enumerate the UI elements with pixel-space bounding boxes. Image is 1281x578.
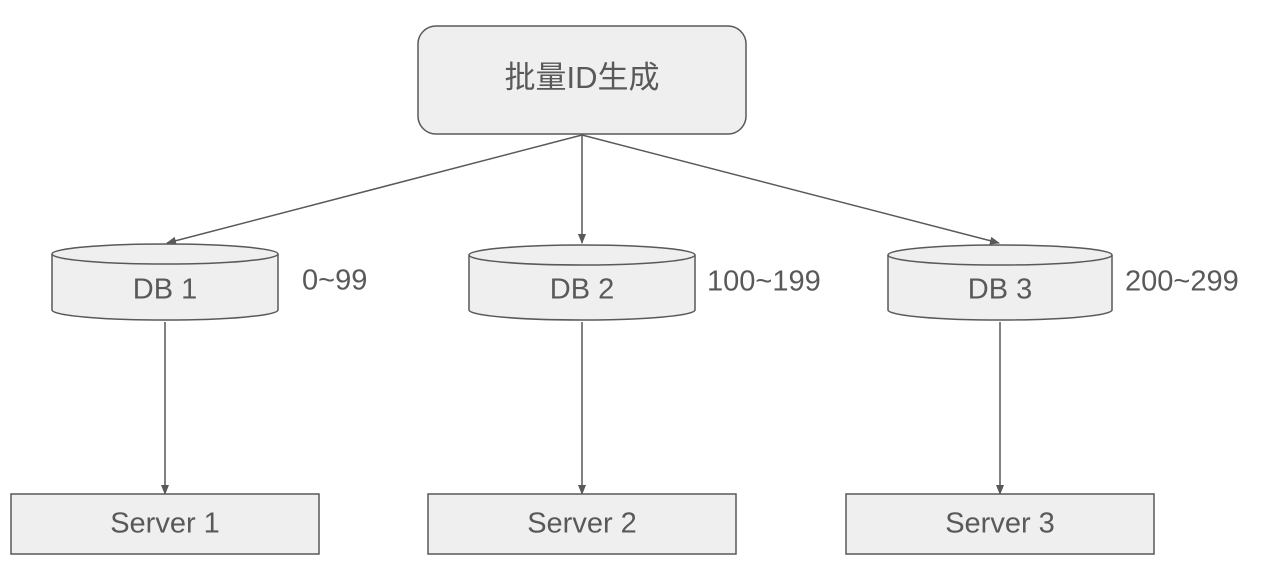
db-node-3: DB 3 200~299 [887, 244, 1239, 321]
source-to-db-edges [166, 134, 1000, 245]
db-3-range: 200~299 [1125, 266, 1239, 298]
db-3-cylinder-body [887, 255, 1113, 321]
server-1-label: Server 1 [110, 508, 220, 540]
server-node-1: Server 1 [10, 493, 320, 555]
source-box [417, 25, 747, 135]
db-3-cylinder-top [887, 244, 1113, 266]
db-2-cylinder-top [468, 244, 696, 266]
db-1-cylinder-top [51, 243, 279, 265]
server-2-box [427, 493, 737, 555]
db-2-label: DB 2 [550, 274, 614, 306]
edge-source-to-db-3 [581, 134, 1000, 245]
source-label: 批量ID生成 [505, 60, 660, 95]
db-3-label: DB 3 [968, 274, 1032, 306]
server-node-2: Server 2 [427, 493, 737, 555]
db-1-cylinder-body [51, 254, 279, 321]
db-2-cylinder-body [468, 255, 696, 321]
db-node-2: DB 2 100~199 [468, 244, 821, 321]
edge-source-to-db-1 [166, 134, 583, 245]
server-node-3: Server 3 [845, 493, 1155, 555]
server-2-label: Server 2 [527, 508, 637, 540]
server-3-box [845, 493, 1155, 555]
db-to-server-edges [161, 322, 1004, 495]
db-2-range: 100~199 [707, 266, 821, 298]
db-1-range: 0~99 [302, 265, 367, 297]
db-node-1: DB 1 0~99 [51, 243, 367, 321]
server-1-box [10, 493, 320, 555]
db-1-label: DB 1 [133, 274, 197, 306]
server-3-label: Server 3 [945, 508, 1055, 540]
source-node: 批量ID生成 [417, 25, 747, 135]
